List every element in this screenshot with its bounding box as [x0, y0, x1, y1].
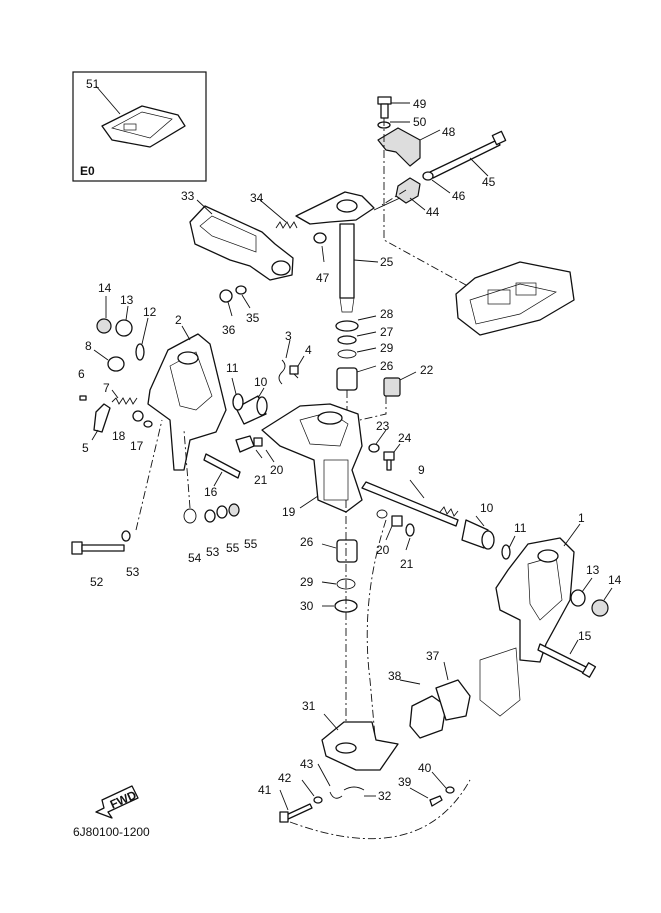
callout-53a: 53 [126, 565, 140, 579]
callout-36: 36 [222, 323, 236, 337]
callout-17: 17 [130, 439, 144, 453]
bottom-cowling [455, 261, 575, 336]
callout-13a: 13 [120, 293, 134, 307]
callout-53b: 53 [206, 545, 220, 559]
callout-44: 44 [426, 205, 440, 219]
callout-51: 51 [86, 77, 100, 91]
callout-3: 3 [285, 329, 292, 343]
callout-47: 47 [316, 271, 330, 285]
part-51-grip [101, 105, 186, 148]
callout-11a: 11 [226, 361, 239, 375]
drawing-code: 6J80100-1200 [73, 825, 150, 839]
callout-20b: 20 [376, 543, 390, 557]
bottom-bolts [279, 763, 471, 840]
callout-29b: 29 [300, 575, 314, 589]
lower-shaft-parts [321, 500, 387, 771]
callout-52: 52 [90, 575, 104, 589]
callout-13b: 13 [586, 563, 600, 577]
callout-20a: 20 [270, 463, 284, 477]
callout-27: 27 [380, 325, 394, 339]
left-clamp-bracket [79, 296, 305, 487]
callout-41: 41 [258, 783, 272, 797]
callout-8: 8 [85, 339, 92, 353]
steering-arm [189, 191, 401, 317]
steering-shaft-parts [335, 223, 417, 421]
grease-nipple-left [235, 435, 275, 463]
friction-plate [321, 713, 399, 797]
inset-variant-code: E0 [80, 164, 95, 178]
callout-50: 50 [413, 115, 427, 129]
callout-9: 9 [418, 463, 425, 477]
callout-42: 42 [278, 771, 292, 785]
callout-19: 19 [282, 505, 296, 519]
callout-26b: 26 [300, 535, 314, 549]
callout-14a: 14 [98, 281, 112, 295]
callout-1: 1 [578, 511, 585, 525]
callout-55b: 55 [244, 537, 258, 551]
callout-10a: 10 [254, 375, 268, 389]
callout-21a: 21 [254, 473, 268, 487]
callout-29a: 29 [380, 341, 394, 355]
callout-5: 5 [82, 441, 89, 455]
callout-2: 2 [175, 313, 182, 327]
callout-numbers: 1 2 3 4 5 6 7 8 9 10 10 11 11 12 13 13 1… [78, 97, 622, 803]
right-clamp-bracket [376, 509, 613, 678]
callout-26a: 26 [380, 359, 394, 373]
callout-45: 45 [482, 175, 496, 189]
callout-48: 48 [442, 125, 456, 139]
callout-7: 7 [103, 381, 110, 395]
tilt-stopper [399, 647, 521, 739]
callout-4: 4 [305, 343, 312, 357]
callout-10b: 10 [480, 501, 494, 515]
callout-37: 37 [426, 649, 440, 663]
callout-25: 25 [380, 255, 394, 269]
through-tube [361, 479, 516, 560]
callout-54: 54 [188, 551, 202, 565]
callout-28: 28 [380, 307, 394, 321]
fwd-label: FWD [108, 788, 139, 812]
callout-15: 15 [578, 629, 592, 643]
callout-46: 46 [452, 189, 466, 203]
callout-16: 16 [204, 485, 218, 499]
callout-22: 22 [420, 363, 434, 377]
lower-bolt-set [71, 419, 240, 555]
callout-32: 32 [378, 789, 392, 803]
callout-43: 43 [300, 757, 314, 771]
callout-21b: 21 [400, 557, 414, 571]
callout-23: 23 [376, 419, 390, 433]
callout-33: 33 [181, 189, 195, 203]
callout-31: 31 [302, 699, 316, 713]
inset-box [72, 71, 207, 182]
fwd-arrow-icon [95, 785, 139, 819]
callout-14b: 14 [608, 573, 622, 587]
callout-38: 38 [388, 669, 402, 683]
callout-11b: 11 [514, 521, 527, 535]
callout-24: 24 [398, 431, 412, 445]
callout-40: 40 [418, 761, 432, 775]
top-right-parts [377, 96, 507, 291]
callout-35: 35 [246, 311, 260, 325]
callout-12: 12 [143, 305, 157, 319]
swivel-bracket [261, 403, 401, 513]
callout-39: 39 [398, 775, 412, 789]
callout-30: 30 [300, 599, 314, 613]
callout-49: 49 [413, 97, 427, 111]
callout-34: 34 [250, 191, 264, 205]
callout-55a: 55 [226, 541, 240, 555]
callout-6: 6 [78, 367, 85, 381]
callout-18: 18 [112, 429, 126, 443]
